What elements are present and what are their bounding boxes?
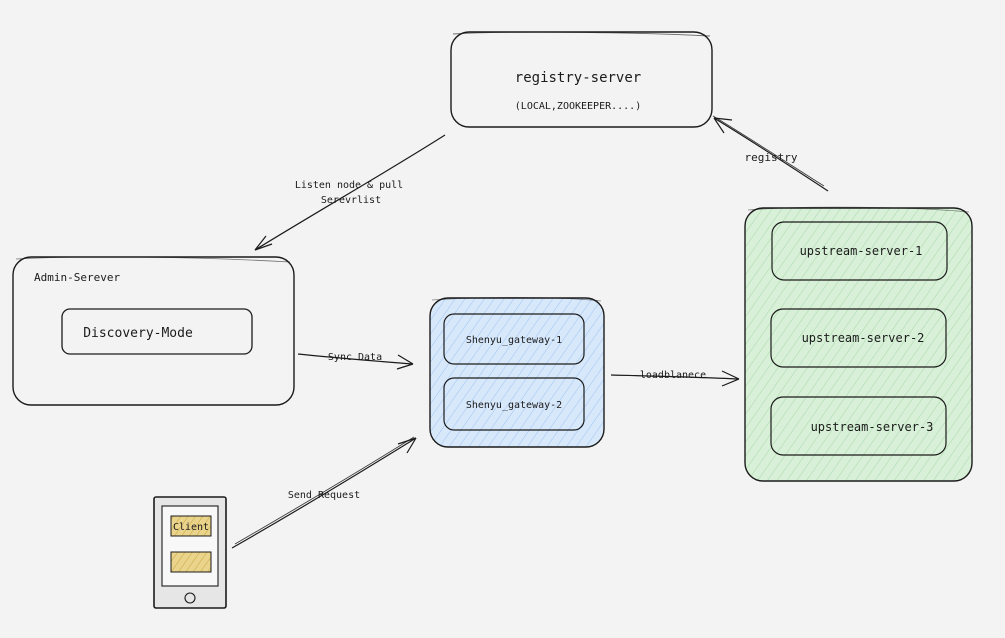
client-device-node: Client [153,496,227,609]
loadbalance-edge: loadblanece [610,370,740,387]
listen-node-label-line-2: Serevrlist [321,195,381,206]
gateway-1-label: Shenyu_gateway-1 [466,335,562,346]
client-empty-panel [170,551,212,573]
discovery-mode-box [61,308,253,355]
discovery-mode-label: Discovery-Mode [83,326,193,341]
client-label-box [170,515,212,537]
upstream-server-2-label: upstream-server-2 [802,331,925,345]
admin-server-title: Admin-Serever [34,271,120,284]
loadbalance-label: loadblanece [640,370,706,381]
registry-server-subtitle: (LOCAL,ZOOKEEPER....) [515,101,641,112]
listen-node-edge: Listen node & pull Serevrlist [254,134,446,251]
gateway-1-box [443,313,585,365]
upstream-server-3-label: upstream-server-3 [811,420,934,434]
gateway-2-label: Shenyu_gateway-2 [466,400,562,411]
send-request-label: Send Request [288,490,360,501]
admin-server-node: Admin-Serever Discovery-Mode [12,256,295,406]
upstream-group-node: upstream-server-1 upstream-server-2 upst… [744,206,973,482]
sync-data-label: Sync Data [328,352,382,363]
registry-edge: registry [712,115,829,192]
sync-data-edge: Sync Data [297,352,414,370]
registry-server-title: registry-server [515,70,641,86]
upstream-server-3-box [770,396,947,456]
upstream-server-1-label: upstream-server-1 [800,244,923,258]
device-home-button [184,592,196,604]
listen-node-label-line-1: Listen node & pull [295,180,403,191]
registry-label: registry [745,151,798,164]
client-label: Client [173,522,209,533]
send-request-edge: Send Request [231,436,417,549]
upstream-server-2-box [770,308,947,368]
gateway-group-node: Shenyu_gateway-1 Shenyu_gateway-2 [429,297,605,448]
upstream-server-1-box [771,221,948,281]
registry-server-node: registry-server (LOCAL,ZOOKEEPER....) [450,31,713,128]
gateway-2-box [443,377,585,431]
